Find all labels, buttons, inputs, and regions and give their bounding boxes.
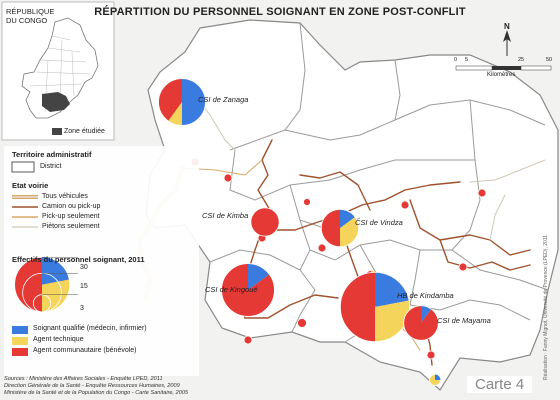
- inset-district-lines: [29, 35, 91, 113]
- legend-staff-heading: Effectifs du personnel soignant, 2011: [12, 255, 145, 264]
- category-swatch: [12, 326, 28, 334]
- sources-block: Sources : Ministère des Affaires Sociale…: [4, 376, 188, 397]
- size-wedge: [42, 257, 69, 285]
- size-value-15: 15: [80, 283, 88, 290]
- pie-slice: [340, 272, 375, 342]
- pie-outline: [158, 78, 206, 126]
- site-label-kindamba: HB de Kindamba: [397, 291, 454, 300]
- legend-road-1: Camion ou pick-up: [42, 203, 101, 210]
- category-legend-swatches: [12, 326, 28, 356]
- inset-country-name: RÉPUBLIQUE DU CONGO: [6, 7, 55, 25]
- health-post: [458, 262, 468, 272]
- staff-pie-charts: [158, 78, 439, 343]
- health-post: [477, 188, 487, 198]
- size-wedge: [42, 279, 70, 312]
- legend-roads-heading: Etat voirie: [12, 181, 49, 190]
- pie-slice: [168, 102, 182, 126]
- north-arrow: [503, 30, 511, 56]
- legend-road-0: Tous véhicules: [42, 193, 88, 200]
- pie-slice: [403, 305, 439, 341]
- road-truck: [299, 171, 371, 211]
- source-line: Ministère de la Santé et de la Populatio…: [4, 390, 189, 396]
- pie-slice: [321, 209, 340, 247]
- scale-tick-0: 0: [454, 57, 458, 63]
- north-label: N: [504, 22, 510, 31]
- pie-outline: [403, 305, 439, 341]
- site-label-kingoue: CSI de Kingoué: [205, 285, 258, 294]
- scale-bar: [455, 65, 552, 71]
- district-swatch: [11, 161, 35, 173]
- pie-4: [339, 271, 411, 343]
- pie-slice: [340, 209, 356, 228]
- size-value-30: 30: [80, 264, 88, 271]
- map-number: Carte 4: [467, 376, 533, 393]
- pie-slice: [375, 272, 410, 307]
- site-label-kimba: CSI de Kimba: [202, 211, 249, 220]
- site-label-mayama: CSI de Mayama: [437, 316, 491, 325]
- legend-category-0: Soignant qualifié (médecin, infirmier): [33, 325, 147, 332]
- pie-1: [250, 207, 280, 237]
- health-post: [243, 335, 253, 345]
- size-legend-circles: [14, 256, 78, 313]
- pie-outline: [320, 208, 360, 248]
- pie-slice: [182, 78, 206, 126]
- inset-study-zone-label: Zone étudiée: [64, 128, 105, 135]
- scale-unit: Kilomètres: [487, 72, 516, 78]
- pie-slice: [340, 217, 359, 247]
- source-line: Direction Générale de la Santé - Enquête…: [4, 383, 180, 389]
- health-post: [223, 173, 233, 183]
- pie-2: [320, 208, 360, 248]
- legend-road-2: Pick-up seulement: [42, 213, 100, 220]
- category-swatch: [12, 348, 28, 356]
- road-legend-swatches: [12, 195, 38, 228]
- health-post-blue-slice: [435, 374, 441, 380]
- site-label-vindza: CSI de Vindza: [355, 218, 403, 227]
- road-truck: [439, 239, 531, 271]
- health-post: [297, 318, 307, 328]
- pie-0: [158, 78, 206, 126]
- pie-slice: [250, 207, 280, 237]
- scale-tick-2: 25: [518, 57, 525, 63]
- pie-3: [221, 263, 275, 317]
- health-post: [303, 198, 311, 206]
- legend-road-3: Piétons seulement: [42, 223, 100, 230]
- road-foot: [469, 159, 546, 183]
- road-truck: [261, 181, 461, 231]
- road-foot: [489, 194, 506, 241]
- legend-category-2: Agent communautaire (bénévole): [33, 347, 137, 354]
- map-title: RÉPARTITION DU PERSONNEL SOIGNANT EN ZON…: [94, 6, 466, 18]
- pie-outline: [339, 271, 411, 343]
- road-truck: [409, 199, 531, 256]
- size-value-3: 3: [80, 305, 84, 312]
- health-post: [317, 243, 327, 253]
- legend-admin-heading: Territoire administratif: [12, 150, 92, 159]
- pie-slice: [158, 78, 182, 121]
- legend-category-1: Agent technique: [33, 336, 84, 343]
- inset-country-outline: [21, 17, 99, 119]
- pie-5: [403, 305, 439, 341]
- health-post: [426, 350, 436, 360]
- pie-slice: [221, 263, 275, 317]
- scale-tick-1: 5: [465, 57, 469, 63]
- credit-text: Réalisation : Fanny Mignot, Université d…: [543, 235, 549, 380]
- road-truck: [244, 294, 339, 319]
- pie-slice: [375, 300, 410, 342]
- scale-tick-3: 50: [546, 57, 553, 63]
- site-label-zanaga: CSI de Zanaga: [198, 95, 249, 104]
- small-health-posts: [190, 157, 487, 360]
- pie-slice: [248, 263, 270, 290]
- health-post: [400, 200, 410, 210]
- source-line: Sources : Ministère des Affaires Sociale…: [4, 376, 163, 382]
- pie-slice: [421, 305, 432, 323]
- legend-district-label: District: [40, 163, 62, 170]
- pie-outline: [250, 207, 280, 237]
- category-swatch: [12, 337, 28, 345]
- size-legend-wedges: [42, 257, 70, 312]
- pie-outline: [221, 263, 275, 317]
- inset-study-zone: [42, 92, 70, 112]
